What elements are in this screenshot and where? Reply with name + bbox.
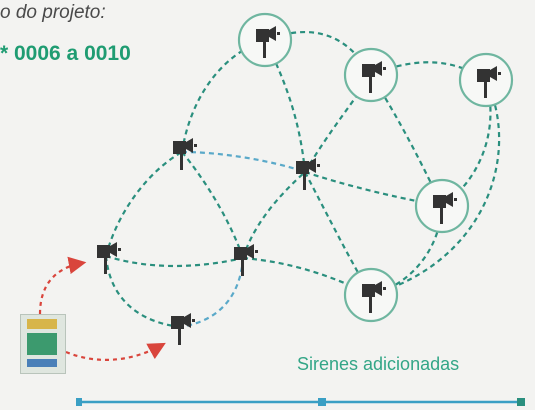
logo-bottom-block (27, 359, 57, 367)
link (104, 255, 181, 329)
project-caption: o do projeto: (0, 2, 106, 23)
entry-arrow (65, 342, 166, 361)
link (241, 171, 306, 259)
siren-speaker-icon (173, 138, 197, 170)
timeline (76, 398, 525, 406)
siren-speaker-icon (362, 281, 386, 313)
siren-speaker-icon (296, 158, 320, 190)
siren-icons (97, 26, 501, 345)
link (370, 79, 501, 297)
project-range: * 0006 a 0010 (0, 42, 131, 65)
siren-speaker-icon (256, 26, 280, 58)
logo-middle-block (27, 333, 57, 355)
link (304, 74, 372, 173)
siren-speaker-icon (234, 244, 258, 276)
link (104, 151, 183, 257)
siren-speaker-icon (171, 313, 195, 345)
siren-speaker-icon (433, 192, 457, 224)
siren-speaker-icon (97, 242, 121, 274)
timeline-tick (76, 398, 82, 406)
entry-arrow (38, 256, 87, 315)
link (181, 150, 306, 174)
added-sirens-label: Sirenes adicionadas (297, 354, 460, 374)
timeline-tick (318, 398, 326, 406)
link (304, 171, 372, 296)
logo-top-block (27, 319, 57, 329)
link (264, 39, 307, 173)
link (105, 254, 244, 268)
entry-arrows (38, 256, 166, 361)
siren-speaker-icon (362, 61, 386, 93)
existing-node-rings (237, 12, 514, 323)
siren-speaker-icon (477, 66, 501, 98)
timeline-tick (517, 398, 525, 406)
link (181, 151, 245, 259)
organization-logo (20, 314, 66, 374)
